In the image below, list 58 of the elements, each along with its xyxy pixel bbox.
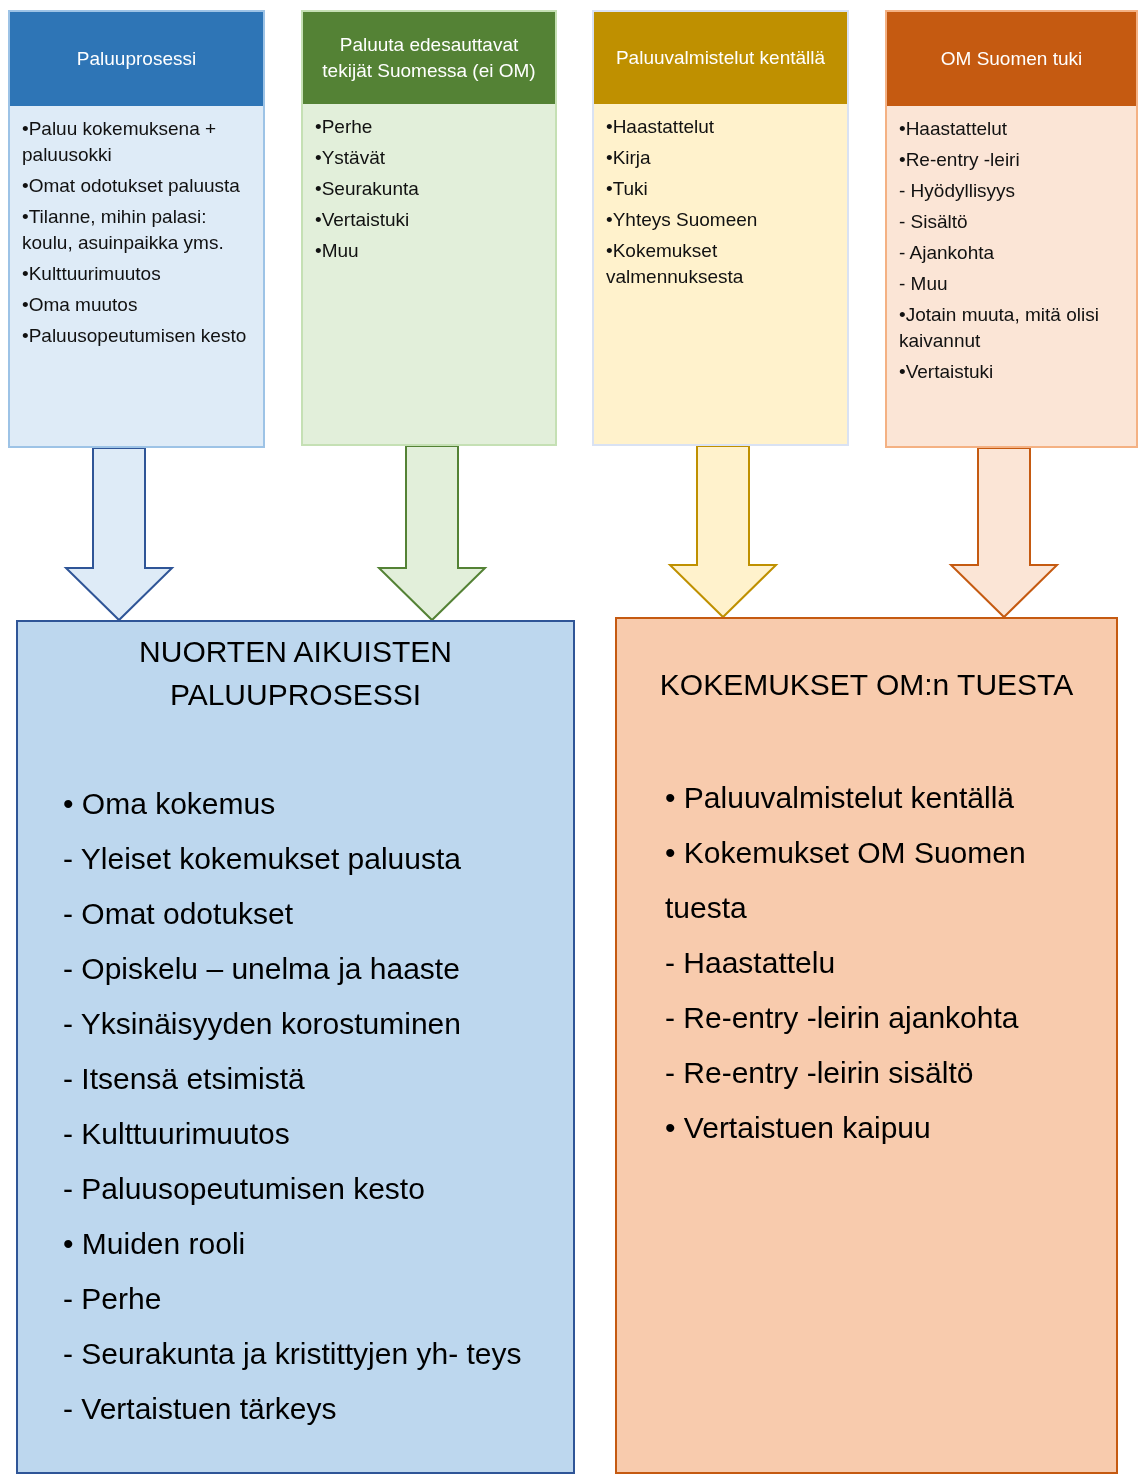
box-title: NUORTEN AIKUISTEN PALUUPROSESSI: [138, 634, 453, 713]
column-card: [592, 10, 849, 446]
list-item: - Haastattelu: [665, 945, 837, 981]
list-item: •Oma muutos: [22, 293, 139, 317]
list-item: •Perhe: [315, 115, 374, 139]
list-item: •Omat odotukset paluusta: [22, 174, 241, 198]
list-item: - Yleiset kokemukset paluusta: [63, 841, 462, 877]
list-item: •Jotain muuta, mitä olisi kaivannut: [899, 303, 1100, 353]
column-header: Paluuprosessi: [10, 12, 263, 106]
column-card: [301, 10, 557, 446]
list-item: - Omat odotukset: [63, 896, 295, 932]
list-item: •Tuki: [606, 177, 649, 201]
list-item: - Ajankohta: [899, 241, 996, 265]
list-item: • Vertaistuen kaipuu: [665, 1110, 932, 1146]
list-item: •Yhteys Suomeen: [606, 208, 759, 232]
block-arrow: [667, 445, 779, 619]
list-item: - Yksinäisyyden korostuminen: [63, 1006, 462, 1042]
list-item: - Vertaistuen tärkeys: [63, 1391, 338, 1427]
list-item: • Kokemukset OM Suomen tuesta: [665, 835, 1027, 926]
list-item: •Paluu kokemuksena + paluusokki: [22, 117, 218, 167]
list-item: - Re-entry -leirin sisältö: [665, 1055, 975, 1091]
list-item: - Re-entry -leirin ajankohta: [665, 1000, 1020, 1036]
list-item: - Muu: [899, 272, 949, 296]
column-header: Paluuta edesauttavat tekijät Suomessa (ei OM): [303, 12, 555, 104]
list-item: - Perhe: [63, 1281, 163, 1317]
list-item: •Vertaistuki: [899, 360, 995, 384]
list-item: - Itsensä etsimistä: [63, 1061, 306, 1097]
block-arrow: [376, 445, 488, 622]
list-item: •Haastattelut: [899, 117, 1009, 141]
column-header: Paluuvalmistelut kentällä: [594, 12, 847, 104]
list-item: •Haastattelut: [606, 115, 716, 139]
list-item: - Sisältö: [899, 210, 969, 234]
column-card: [8, 10, 265, 448]
list-item: •Kirja: [606, 146, 652, 170]
list-item: • Paluuvalmistelut kentällä: [665, 780, 1015, 816]
block-arrow: [948, 447, 1060, 619]
list-item: •Muu: [315, 239, 360, 263]
list-item: • Oma kokemus: [63, 786, 277, 822]
list-item: - Hyödyllisyys: [899, 179, 1017, 203]
list-item: •Kulttuurimuutos: [22, 262, 162, 286]
list-item: •Ystävät: [315, 146, 387, 170]
list-item: - Opiskelu – unelma ja haaste: [63, 951, 461, 987]
column-card: [885, 10, 1138, 448]
list-item: •Re-entry -leiri: [899, 148, 1021, 172]
list-item: - Paluusopeutumisen kesto: [63, 1171, 426, 1207]
list-item: • Muiden rooli: [63, 1226, 247, 1262]
theme-box: [16, 620, 575, 1474]
list-item: - Kulttuurimuutos: [63, 1116, 291, 1152]
list-item: •Paluusopeutumisen kesto: [22, 324, 248, 348]
list-item: - Seurakunta ja kristittyjen yh- teys: [63, 1336, 523, 1372]
column-header: OM Suomen tuki: [887, 12, 1136, 106]
list-item: •Tilanne, mihin palasi: koulu, asuinpaikka yms.: [22, 205, 225, 255]
block-arrow: [63, 447, 175, 622]
box-title: KOKEMUKSET OM:n TUESTA: [658, 667, 1075, 703]
list-item: •Seurakunta: [315, 177, 420, 201]
list-item: •Kokemukset valmennuksesta: [606, 239, 745, 289]
theme-box: [615, 617, 1118, 1474]
list-item: •Vertaistuki: [315, 208, 411, 232]
